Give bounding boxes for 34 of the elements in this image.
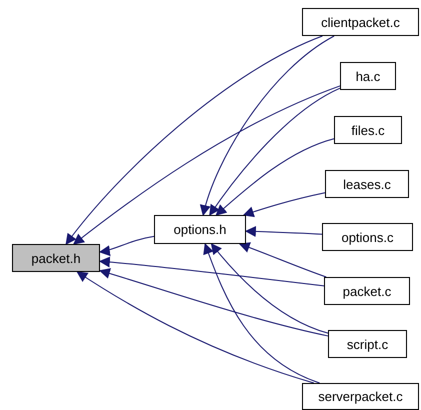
file-name: serverpacket.c bbox=[318, 389, 403, 404]
arrow bbox=[203, 242, 320, 384]
file-name: clientpacket.c bbox=[321, 14, 400, 30]
arrow bbox=[238, 242, 327, 278]
arrow bbox=[210, 243, 328, 334]
file-name: leases.c bbox=[343, 176, 391, 192]
file-box bbox=[328, 330, 407, 358]
arrow bbox=[209, 88, 340, 216]
file-box bbox=[324, 277, 410, 305]
file-name: ha.c bbox=[356, 68, 380, 84]
arrow bbox=[76, 271, 314, 384]
file-name: packet.h bbox=[31, 250, 81, 266]
arrow bbox=[244, 226, 322, 237]
file-name: packet.c bbox=[342, 284, 392, 298]
arrow bbox=[73, 85, 340, 245]
arrow bbox=[98, 268, 328, 336]
file-box bbox=[154, 215, 246, 244]
file-box bbox=[325, 170, 409, 198]
file-box bbox=[302, 383, 419, 410]
file-box bbox=[334, 116, 402, 144]
file-name: options.h bbox=[174, 222, 226, 237]
file-box bbox=[322, 223, 413, 251]
file-name: script.c bbox=[346, 336, 388, 352]
arrow bbox=[200, 36, 335, 216]
file-name: files.c bbox=[351, 122, 385, 138]
file-box bbox=[302, 8, 419, 36]
file-name: options.c bbox=[341, 230, 394, 244]
arrow bbox=[66, 36, 323, 245]
file-box bbox=[340, 62, 396, 90]
file-box bbox=[12, 244, 100, 272]
arrow bbox=[98, 256, 324, 286]
arrow bbox=[98, 236, 154, 256]
arrow bbox=[215, 138, 334, 216]
arrow bbox=[242, 192, 326, 218]
